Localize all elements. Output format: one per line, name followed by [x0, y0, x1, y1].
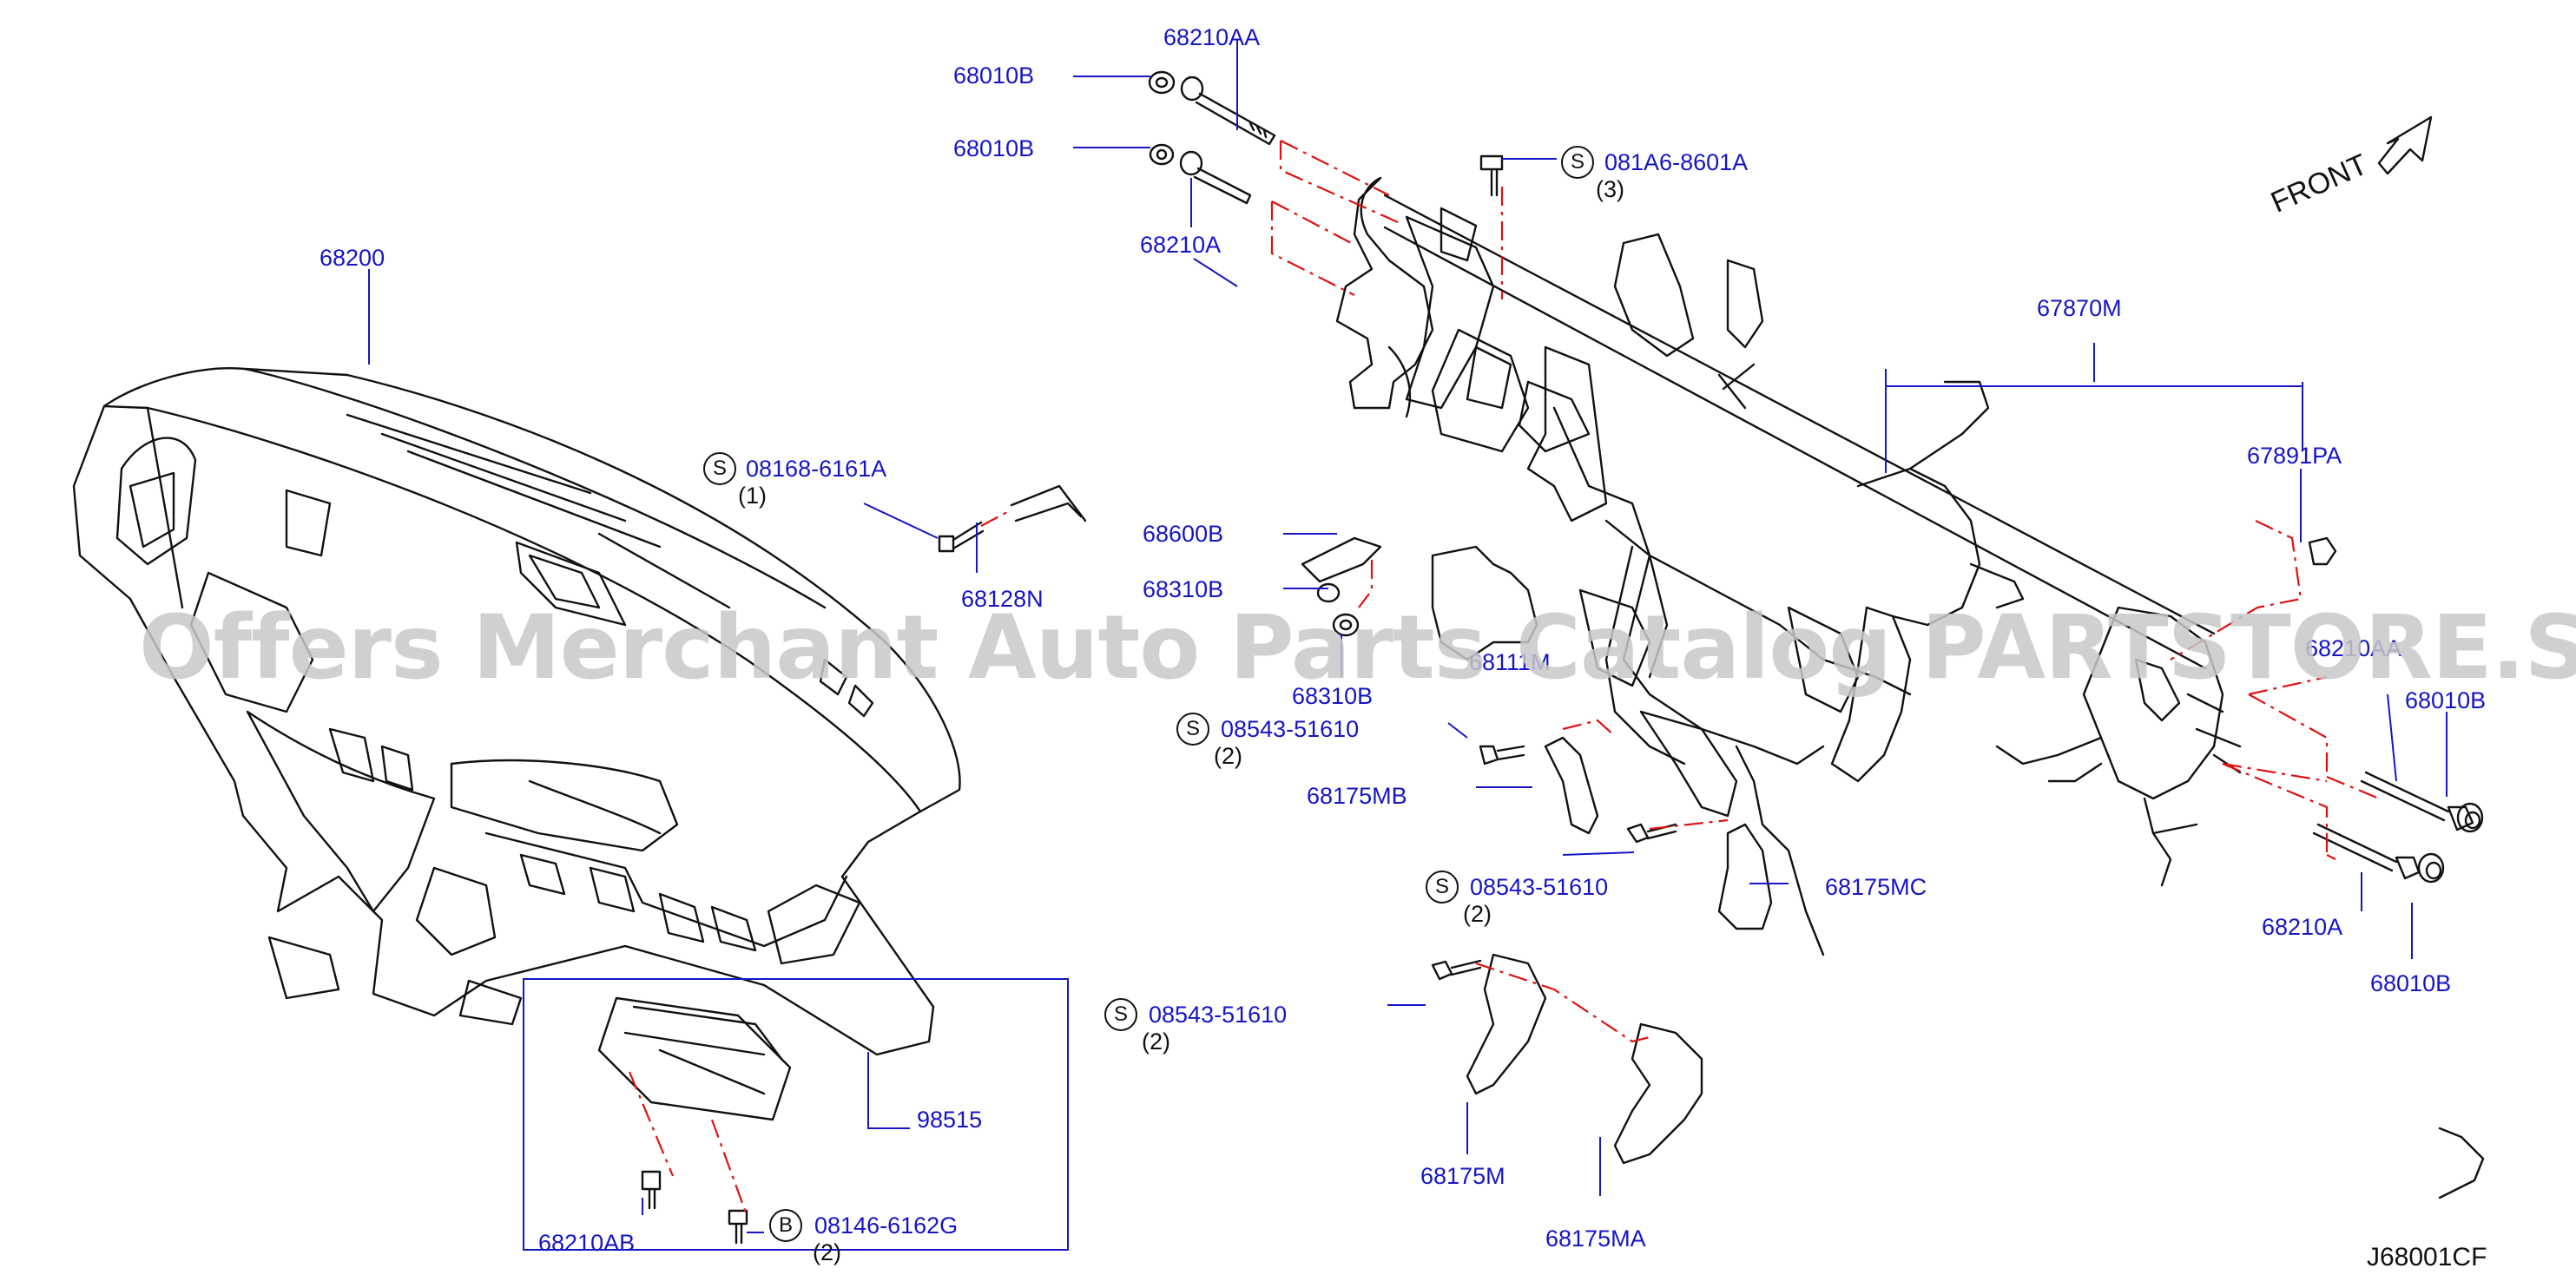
label-68200: 68200 — [320, 245, 385, 271]
leader-lines — [368, 39, 2448, 1251]
symbol-s-08168: S — [703, 452, 736, 485]
qty-08146: (2) — [813, 1239, 841, 1265]
label-68111m: 68111M — [1469, 649, 1551, 675]
label-68175m: 68175M — [1420, 1163, 1505, 1189]
label-68210a-top: 68210A — [1140, 232, 1222, 258]
label-68210aa-right: 68210AA — [2305, 635, 2402, 661]
symbol-b-08146: B — [769, 1209, 802, 1242]
label-68310b-b: 68310B — [1292, 683, 1374, 709]
label-67891pa: 67891PA — [2247, 443, 2342, 469]
watermark: Offers Merchant Auto Parts Catalog PARTS… — [139, 596, 2576, 700]
qty-08168: (1) — [738, 483, 767, 509]
label-98515: 98515 — [917, 1107, 983, 1133]
symbol-s-081a6: S — [1561, 146, 1594, 179]
label-08543-51610-b: 08543-51610 — [1470, 874, 1609, 900]
qty-08543-a: (2) — [1214, 743, 1242, 769]
symbol-s-08543-c: S — [1104, 998, 1137, 1031]
label-68010b-right2: 68010B — [2370, 970, 2452, 996]
dashboard-panel — [72, 367, 961, 1056]
label-081a6-8601a: 081A6-8601A — [1604, 149, 1749, 175]
label-68175mc: 68175MC — [1825, 874, 1927, 900]
label-68010b-top2: 68010B — [953, 135, 1035, 161]
qty-08543-c: (2) — [1142, 1028, 1170, 1055]
label-68310b-a: 68310B — [1143, 576, 1224, 602]
label-68175ma: 68175MA — [1545, 1226, 1646, 1252]
label-68210aa-top: 68210AA — [1163, 24, 1261, 50]
label-68010b-right1: 68010B — [2405, 687, 2487, 713]
bolts-and-nuts — [597, 70, 2485, 1245]
label-08168-6161a: 08168-6161A — [746, 456, 887, 482]
diagram-code: J68001CF — [2367, 1243, 2487, 1272]
qty-08543-b: (2) — [1463, 901, 1492, 927]
label-67870m: 67870M — [2037, 295, 2122, 321]
symbol-s-08543-a: S — [1176, 713, 1209, 746]
label-68210ab: 68210AB — [538, 1230, 636, 1256]
label-08146-6162g: 08146-6162G — [814, 1212, 959, 1239]
alignment-lines — [628, 140, 2380, 1216]
symbol-s-08543-b: S — [1426, 871, 1459, 904]
label-68010b-top1: 68010B — [953, 62, 1035, 89]
label-68210a-right: 68210A — [2262, 914, 2343, 940]
label-08543-51610-a: 08543-51610 — [1221, 716, 1360, 742]
label-08543-51610-c: 08543-51610 — [1149, 1002, 1288, 1028]
label-68600b: 68600B — [1143, 521, 1224, 547]
qty-081a6: (3) — [1596, 176, 1624, 202]
label-68175mb: 68175MB — [1307, 783, 1407, 809]
label-68128n: 68128N — [961, 586, 1044, 612]
